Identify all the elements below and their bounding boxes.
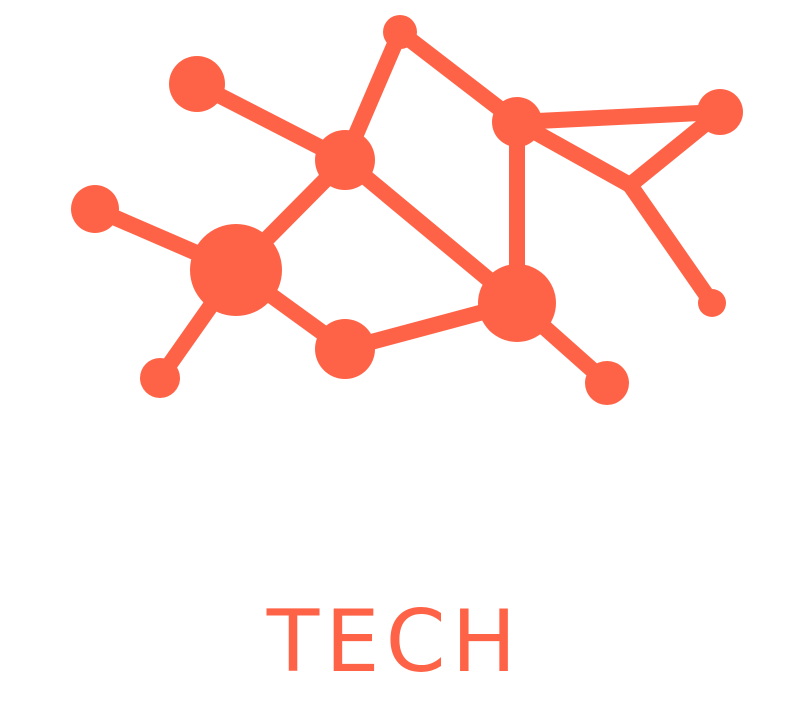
network-node [492, 97, 542, 147]
network-node [169, 56, 225, 112]
network-node [697, 89, 743, 135]
logo-tagline: TECH [266, 592, 523, 692]
network-node [190, 224, 282, 316]
logo-wordmark: A [0, 455, 789, 555]
network-node [383, 15, 417, 49]
molecule-network-icon [71, 15, 743, 405]
network-node [315, 319, 375, 379]
network-node [698, 289, 726, 317]
network-node [585, 361, 629, 405]
wordmark-text: A [68, 462, 124, 546]
network-node [140, 358, 180, 398]
network-edge [509, 104, 728, 130]
network-nodes [71, 15, 743, 405]
network-edge [622, 177, 720, 311]
network-node [315, 130, 375, 190]
network-node [71, 185, 119, 233]
network-node [478, 264, 556, 342]
